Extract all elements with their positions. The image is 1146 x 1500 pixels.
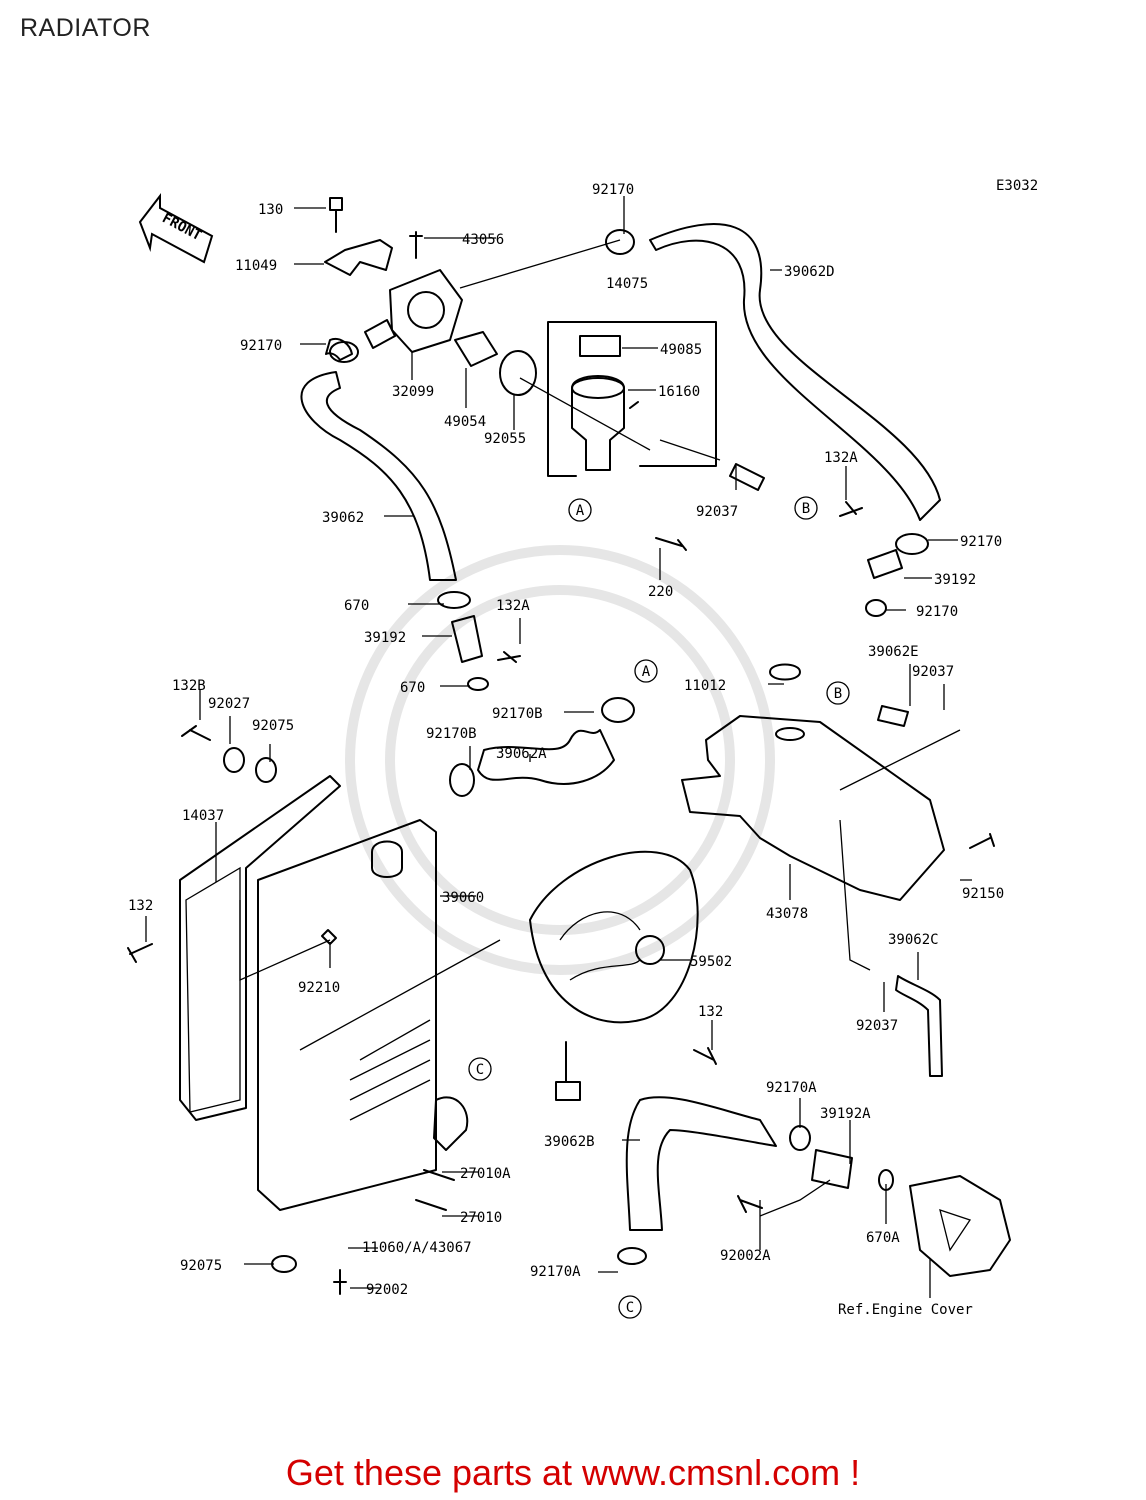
reference-letter: C (626, 1300, 634, 1316)
diagram-code: E3032 (996, 178, 1038, 194)
part-label: 59502 (690, 954, 732, 970)
page-title: RADIATOR (20, 14, 151, 42)
part-label: 39062D (784, 264, 835, 280)
filler-neck (547, 321, 765, 491)
part-label: 39062E (868, 644, 919, 660)
part-label: 39062B (544, 1134, 595, 1150)
reference-letter: A (642, 664, 651, 680)
part-label: 92210 (298, 980, 340, 996)
front-arrow-icon: FRONT (138, 193, 214, 264)
part-label: 92002A (720, 1248, 771, 1264)
fasteners (127, 229, 995, 1295)
part-label: 16160 (658, 384, 700, 400)
part-label: 49054 (444, 414, 486, 430)
engine-cover (909, 1175, 1011, 1277)
reference-letter: A (576, 503, 585, 519)
part-label: 92170 (960, 534, 1002, 550)
part-label: 27010A (460, 1166, 511, 1182)
part-label: 39062 (322, 510, 364, 526)
thermostat-housing (324, 197, 537, 396)
part-label: 670 (400, 680, 425, 696)
part-label: 11012 (684, 678, 726, 694)
part-label: 92027 (208, 696, 250, 712)
part-label: 92150 (962, 886, 1004, 902)
part-label: 130 (258, 202, 283, 218)
part-label: 39062A (496, 746, 547, 762)
part-label: 92170A (530, 1264, 581, 1280)
part-label: 92037 (856, 1018, 898, 1034)
part-label: 92055 (484, 431, 526, 447)
part-label: 39192A (820, 1106, 871, 1122)
cooling-fan (529, 850, 699, 1101)
part-label: Ref.Engine Cover (838, 1302, 973, 1318)
part-label: 132A (496, 598, 530, 614)
part-label: 92170B (426, 726, 477, 742)
part-label: 670 (344, 598, 369, 614)
part-label: 92170 (592, 182, 634, 198)
reference-letter: B (834, 686, 842, 702)
part-label: 132A (824, 450, 858, 466)
part-label: 14037 (182, 808, 224, 824)
part-label: 92075 (252, 718, 294, 734)
part-label: 92170 (240, 338, 282, 354)
part-label: 92075 (180, 1258, 222, 1274)
part-label: 132 (128, 898, 153, 914)
reference-callouts (468, 496, 850, 1319)
part-label: 92002 (366, 1282, 408, 1298)
part-label: 220 (648, 584, 673, 600)
part-label: 14075 (606, 276, 648, 292)
watermark-logo (345, 545, 775, 975)
part-label: 32099 (392, 384, 434, 400)
part-label: 670A (866, 1230, 900, 1246)
part-label: 92037 (912, 664, 954, 680)
part-label: 39192 (934, 572, 976, 588)
part-label: 132 (698, 1004, 723, 1020)
reservoir-tank (681, 663, 945, 901)
part-label: 43056 (462, 232, 504, 248)
part-label: 132B (172, 678, 206, 694)
part-label: 49085 (660, 342, 702, 358)
footer-link[interactable]: Get these parts at www.cmsnl.com ! (285, 1452, 861, 1493)
part-label: 11049 (235, 258, 277, 274)
part-label: 92170 (916, 604, 958, 620)
reference-letter: C (476, 1062, 484, 1078)
radiator-core (179, 775, 469, 1211)
part-label: 39060 (442, 890, 484, 906)
reference-labels: A B A B C C (476, 501, 842, 1316)
part-label: 92037 (696, 504, 738, 520)
part-label: 27010 (460, 1210, 502, 1226)
hoses (300, 223, 943, 1231)
part-label: 92170B (492, 706, 543, 722)
part-label: 39192 (364, 630, 406, 646)
leader-lines (145, 196, 972, 1298)
part-label: 92170A (766, 1080, 817, 1096)
part-label: 43078 (766, 906, 808, 922)
part-labels: 130 11049 43056 92170 14075 39062D 49085 16160 9… (128, 182, 1004, 1318)
part-label: 11060/A/43067 (362, 1240, 472, 1256)
reference-letter: B (802, 501, 810, 517)
part-label: 39062C (888, 932, 939, 948)
